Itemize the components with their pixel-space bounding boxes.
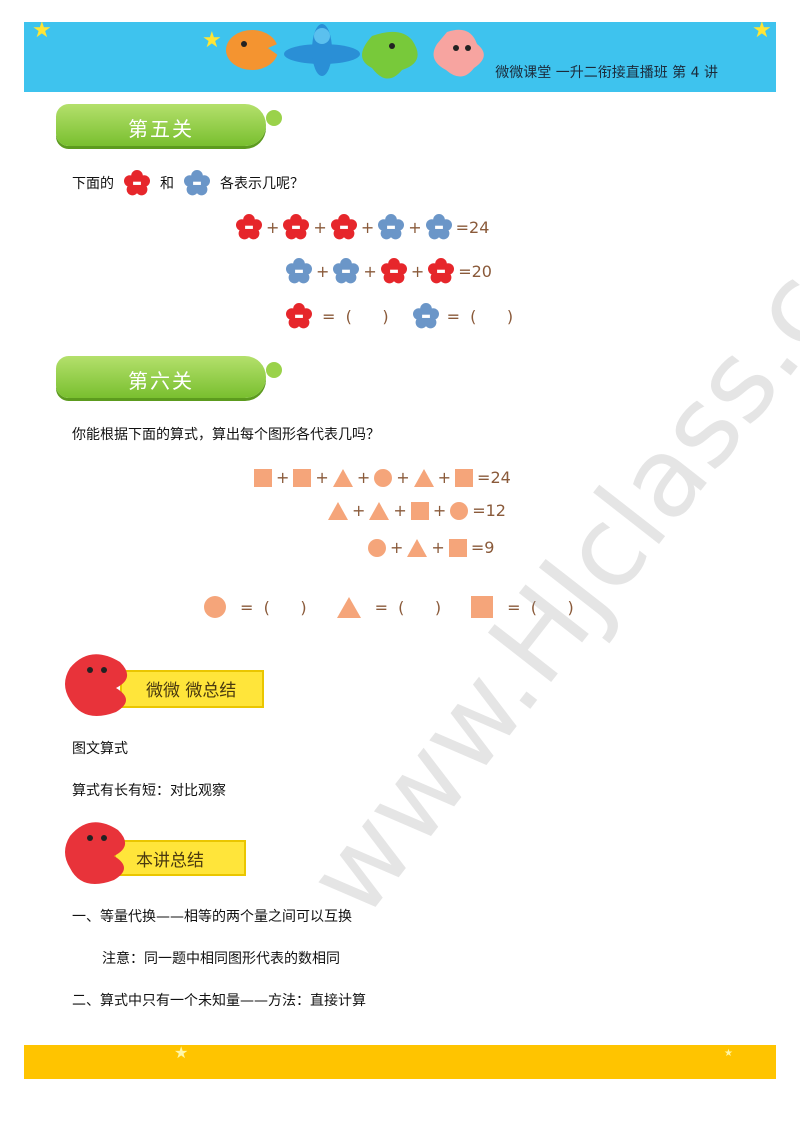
- blue-flower-icon: [286, 258, 312, 284]
- blue-flower-icon: [425, 214, 452, 240]
- blue-flower-icon: [412, 303, 439, 329]
- star-icon: ★: [752, 22, 772, 43]
- star-icon: ★: [724, 1048, 733, 1059]
- red-flower-icon: [428, 258, 455, 284]
- shape-equation-2: + + + =12: [328, 501, 510, 520]
- triangle-shape: [336, 596, 361, 618]
- mascot-icon: [65, 822, 126, 884]
- circle-shape: [204, 596, 226, 618]
- equation-result: =12: [472, 501, 506, 520]
- lesson-summary-note: 注意：同一题中相同图形代表的数相同: [102, 951, 340, 967]
- level-5-tag: 第五关: [56, 104, 282, 148]
- answer-blank[interactable]: = ( ): [374, 597, 442, 617]
- blue-flower-icon: [333, 258, 360, 284]
- mini-summary-title: 微微 微总结: [146, 681, 237, 701]
- blue-flower-icon: [184, 170, 210, 196]
- mascots-illustration: [226, 24, 484, 79]
- header-banner: ★ ★ ★ 微微课堂 一升二衔接直播班 第 4 讲: [24, 22, 776, 92]
- mascot-icon: [65, 654, 128, 716]
- level-6-title: 第六关: [128, 369, 194, 393]
- shape-answer-row: = ( ) = ( ) = ( ): [204, 596, 578, 618]
- triangle-shape: [369, 501, 390, 520]
- square-shape: [455, 468, 474, 487]
- mini-summary-line: 算式有长有短：对比观察: [72, 783, 226, 799]
- triangle-shape: [407, 538, 428, 557]
- equation-result: =20: [458, 261, 492, 281]
- level-6-question: 你能根据下面的算式，算出每个图形各代表几吗？: [72, 427, 380, 443]
- answer-blank[interactable]: = ( ): [446, 306, 514, 326]
- shape-equation-1: + + + + + =24: [254, 468, 515, 487]
- level-6-tag: 第六关: [56, 356, 282, 400]
- square-shape: [471, 596, 494, 618]
- triangle-shape: [328, 501, 348, 520]
- red-flower-icon: [380, 258, 407, 284]
- answer-blank[interactable]: = ( ): [322, 306, 389, 326]
- circle-shape: [368, 538, 386, 557]
- circle-shape: [450, 501, 469, 520]
- lesson-summary-title: 本讲总结: [136, 851, 204, 871]
- circle-shape: [374, 468, 393, 487]
- blue-flower-icon: [378, 214, 405, 240]
- star-icon: ★: [202, 28, 222, 53]
- star-icon: ★: [174, 1043, 189, 1062]
- flower-equation-1: + + + + =24: [236, 214, 493, 240]
- footer-banner: ★ ★: [24, 1045, 776, 1079]
- square-shape: [410, 501, 429, 520]
- header-title: 微微课堂 一升二衔接直播班 第 4 讲: [495, 65, 718, 81]
- answer-blank[interactable]: = ( ): [240, 597, 307, 617]
- triangle-shape: [332, 468, 353, 487]
- question-text: 各表示几呢？: [220, 176, 304, 192]
- equation-result: =9: [470, 538, 495, 557]
- equation-result: =24: [455, 217, 490, 237]
- answer-blank[interactable]: = ( ): [507, 597, 574, 617]
- lesson-summary-line: 一、等量代换——相等的两个量之间可以互换: [72, 909, 352, 925]
- mini-summary-line: 图文算式: [72, 741, 128, 757]
- red-flower-icon: [330, 214, 357, 240]
- square-shape: [254, 468, 272, 487]
- red-flower-icon: [236, 214, 262, 240]
- question-text: 和: [160, 176, 174, 192]
- square-shape: [448, 538, 467, 557]
- flower-equation-2: + + + =20: [286, 258, 496, 284]
- red-flower-icon: [286, 303, 312, 329]
- level-5-question: 下面的 和 各表示几呢？: [72, 170, 304, 196]
- lesson-summary-line: 二、算式中只有一个未知量——方法：直接计算: [72, 993, 366, 1009]
- red-flower-icon: [283, 214, 310, 240]
- star-icon: ★: [32, 22, 52, 43]
- flower-answer-row: = ( ) = ( ): [286, 303, 517, 329]
- equation-result: =24: [477, 468, 511, 487]
- triangle-shape: [413, 468, 434, 487]
- red-flower-icon: [124, 170, 150, 196]
- question-text: 下面的: [72, 176, 114, 192]
- shape-equation-3: + + =9: [368, 538, 498, 557]
- square-shape: [293, 468, 312, 487]
- mini-summary-badge: 微微 微总结: [60, 648, 270, 718]
- lesson-summary-badge: 本讲总结: [60, 816, 250, 886]
- level-5-title: 第五关: [128, 117, 194, 141]
